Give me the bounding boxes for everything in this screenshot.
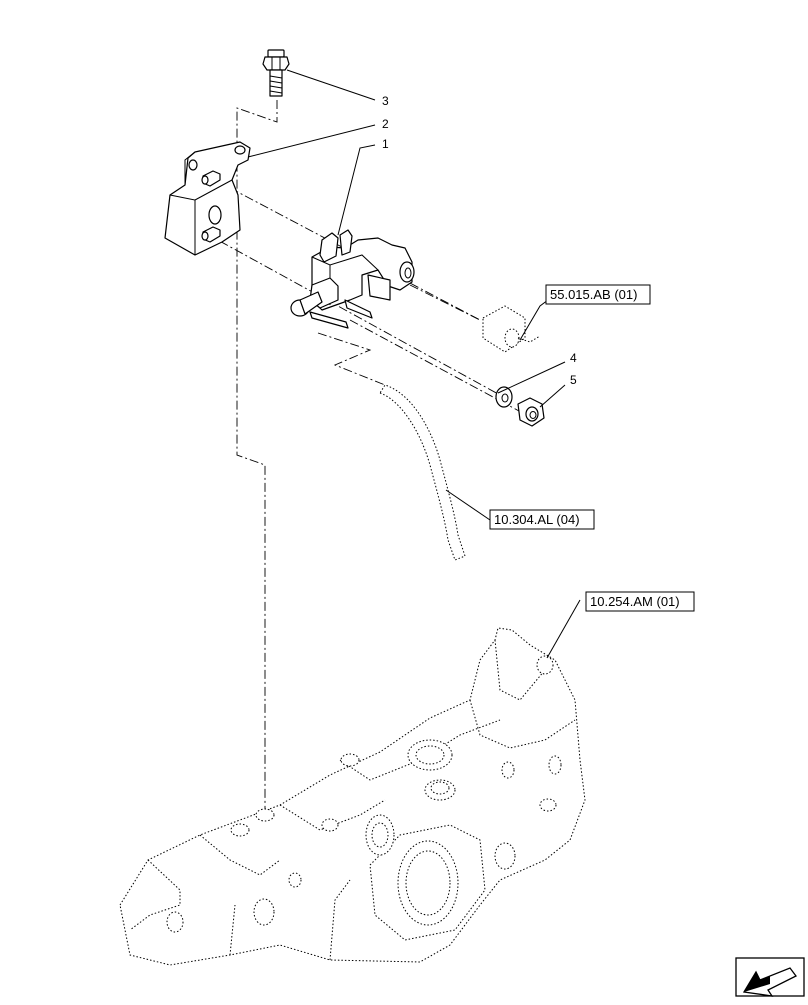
- orientation-arrow-icon: [735, 957, 805, 997]
- leader-lines: [247, 69, 581, 659]
- reference-box-10254[interactable]: 10.254.AM (01): [585, 591, 695, 612]
- callout-4: 4: [570, 351, 577, 365]
- callout-1: 1: [382, 137, 389, 151]
- manifold-ghost: [119, 627, 586, 966]
- hose-ghost: [379, 384, 466, 561]
- bolt-part-3[interactable]: [262, 49, 290, 97]
- reference-label-10304[interactable]: 10.304.AL (04): [494, 512, 580, 527]
- callout-5: 5: [570, 373, 577, 387]
- valve-part-1[interactable]: [290, 229, 415, 329]
- reference-label-55015[interactable]: 55.015.AB (01): [550, 287, 637, 302]
- nut-part-5[interactable]: [517, 397, 545, 427]
- bracket-part-2[interactable]: [164, 141, 251, 256]
- reference-box-10304[interactable]: 10.304.AL (04): [489, 509, 595, 530]
- reference-label-10254[interactable]: 10.254.AM (01): [590, 594, 680, 609]
- callout-2: 2: [382, 117, 389, 131]
- reference-box-55015[interactable]: 55.015.AB (01): [545, 284, 651, 305]
- connector-ghost: [482, 305, 541, 353]
- callouts: 3 2 1 4 5: [382, 94, 577, 387]
- callout-3: 3: [382, 94, 389, 108]
